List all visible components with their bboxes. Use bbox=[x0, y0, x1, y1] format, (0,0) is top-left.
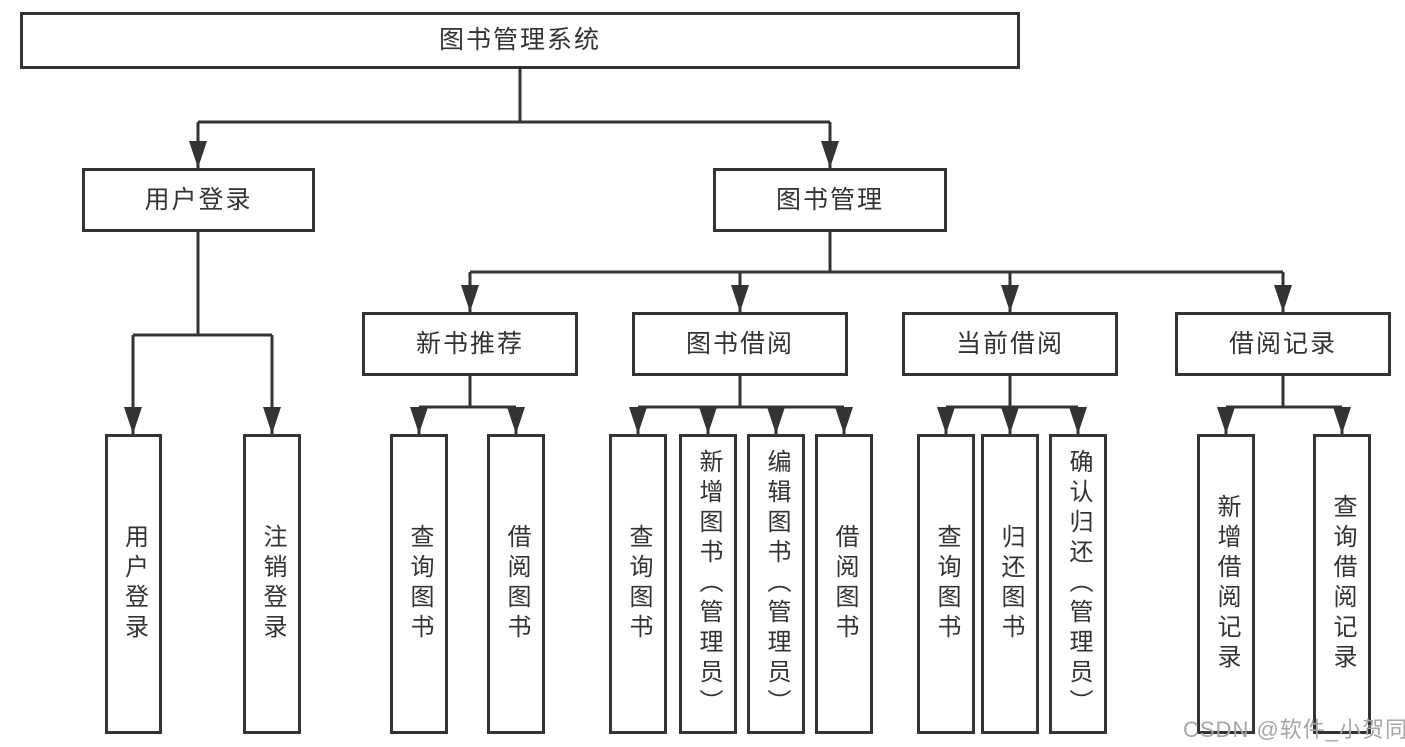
node-current-borrow: 当前借阅 bbox=[902, 312, 1118, 376]
leaf-query-borrow-record-label: 查询借阅记录 bbox=[1329, 494, 1356, 674]
arrowhead-leaf-return-books bbox=[1001, 407, 1019, 434]
arrowhead-leaf-borrow-books-newrec bbox=[507, 407, 525, 434]
leaf-add-borrow-record: 新增借阅记录 bbox=[1197, 434, 1255, 734]
arrowheads bbox=[124, 141, 1351, 434]
connector-root-to-level2 bbox=[196, 69, 832, 168]
leaf-return-books: 归还图书 bbox=[981, 434, 1039, 734]
arrowhead-leaf-query-books-borrow bbox=[629, 407, 647, 434]
node-book-borrow: 图书借阅 bbox=[632, 312, 848, 376]
leaf-query-books-current: 查询图书 bbox=[917, 434, 975, 734]
arrowhead-book-borrow bbox=[731, 285, 749, 312]
node-book-mgmt: 图书管理 bbox=[713, 168, 947, 232]
node-user-login-label: 用户登录 bbox=[144, 185, 253, 214]
leaf-add-borrow-record-label: 新增借阅记录 bbox=[1213, 494, 1240, 674]
node-current-borrow-label: 当前借阅 bbox=[955, 329, 1064, 358]
node-root: 图书管理系统 bbox=[20, 12, 1020, 69]
arrowhead-leaf-query-borrow-record bbox=[1333, 407, 1351, 434]
connector-book-borrow-to-leaves bbox=[636, 376, 846, 434]
node-new-book-rec-label: 新书推荐 bbox=[415, 329, 524, 358]
arrowhead-current-borrow bbox=[1001, 285, 1019, 312]
arrowhead-leaf-add-books bbox=[699, 407, 717, 434]
leaf-query-books-borrow-label: 查询图书 bbox=[625, 524, 652, 644]
leaf-borrow-books-newrec: 借阅图书 bbox=[487, 434, 545, 734]
arrowhead-leaf-logout bbox=[263, 407, 281, 434]
leaf-logout: 注销登录 bbox=[243, 434, 301, 734]
leaf-logout-label: 注销登录 bbox=[259, 524, 286, 644]
leaf-return-books-label: 归还图书 bbox=[997, 524, 1024, 644]
connector-user-login-to-leaves bbox=[131, 232, 274, 434]
leaf-query-books-newrec-label: 查询图书 bbox=[406, 524, 433, 644]
node-user-login: 用户登录 bbox=[82, 168, 315, 232]
connector-borrow-records-to-leaves bbox=[1224, 376, 1344, 434]
node-book-borrow-label: 图书借阅 bbox=[685, 329, 794, 358]
leaf-confirm-return-admin: 确认归还（管理员） bbox=[1049, 434, 1107, 734]
node-new-book-rec: 新书推荐 bbox=[362, 312, 578, 376]
leaf-edit-books-admin: 编辑图书（管理员） bbox=[747, 434, 805, 734]
leaf-query-books-borrow: 查询图书 bbox=[609, 434, 667, 734]
arrowhead-leaf-confirm-return bbox=[1069, 407, 1087, 434]
arrowhead-leaf-add-borrow-record bbox=[1217, 407, 1235, 434]
arrowhead-borrow-records bbox=[1274, 285, 1292, 312]
connector-new-book-rec-to-leaves bbox=[417, 376, 518, 434]
connector-book-mgmt-to-level3 bbox=[468, 232, 1285, 312]
leaf-user-login-label: 用户登录 bbox=[120, 524, 148, 644]
connector-paths bbox=[131, 69, 1344, 434]
arrowhead-leaf-query-books-current bbox=[937, 407, 955, 434]
leaf-borrow-books-borrow-label: 借阅图书 bbox=[831, 524, 858, 644]
node-root-label: 图书管理系统 bbox=[438, 26, 601, 54]
node-book-mgmt-label: 图书管理 bbox=[775, 185, 884, 214]
node-borrow-records-label: 借阅记录 bbox=[1228, 329, 1337, 358]
leaf-add-books-admin: 新增图书（管理员） bbox=[679, 434, 737, 734]
node-borrow-records: 借阅记录 bbox=[1175, 312, 1391, 376]
arrowhead-leaf-user-login bbox=[124, 407, 142, 434]
arrowhead-leaf-query-books-newrec bbox=[410, 407, 428, 434]
leaf-add-books-admin-label: 新增图书（管理员） bbox=[695, 449, 722, 719]
arrowhead-new-book-rec bbox=[461, 285, 479, 312]
leaf-borrow-books-newrec-label: 借阅图书 bbox=[503, 524, 530, 644]
arrowhead-leaf-borrow-books-borrow bbox=[835, 407, 853, 434]
leaf-query-borrow-record: 查询借阅记录 bbox=[1313, 434, 1371, 734]
arrowhead-book-mgmt bbox=[821, 141, 839, 168]
leaf-borrow-books-borrow: 借阅图书 bbox=[815, 434, 873, 734]
leaf-edit-books-admin-label: 编辑图书（管理员） bbox=[763, 449, 790, 719]
leaf-query-books-newrec: 查询图书 bbox=[390, 434, 448, 734]
leaf-confirm-return-admin-label: 确认归还（管理员） bbox=[1065, 449, 1092, 719]
csdn-watermark: CSDN @软件_小贺同学 bbox=[1183, 717, 1405, 742]
leaf-query-books-current-label: 查询图书 bbox=[933, 524, 960, 644]
arrowhead-user-login bbox=[189, 141, 207, 168]
arrowhead-leaf-edit-books bbox=[767, 407, 785, 434]
leaf-user-login: 用户登录 bbox=[105, 434, 162, 734]
